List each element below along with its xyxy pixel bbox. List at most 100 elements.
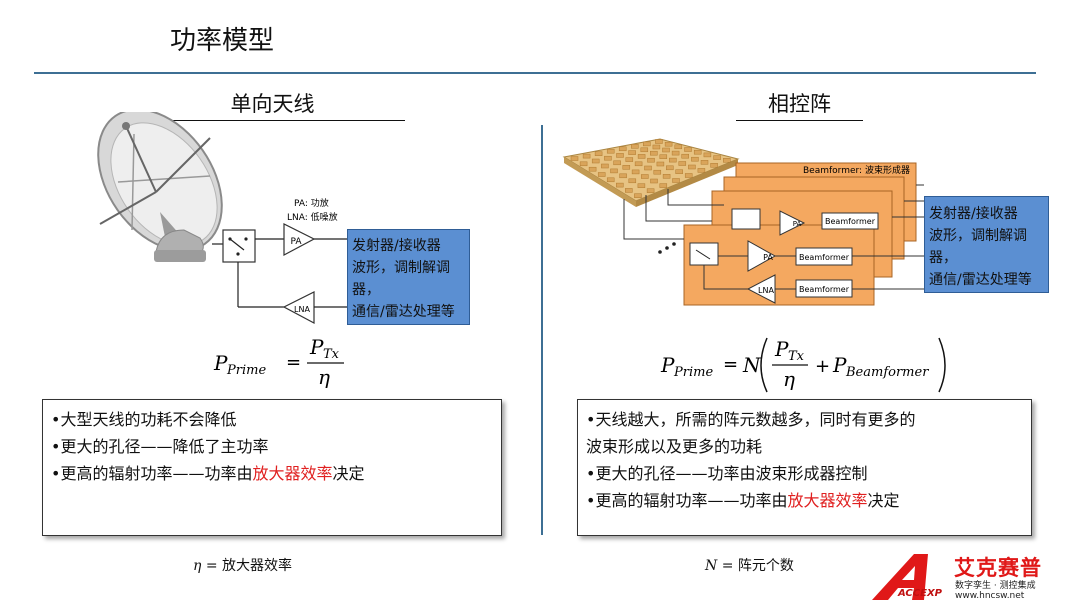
- antenna-element: [634, 193, 642, 198]
- brand-logo-icon: ACCEXP: [872, 554, 943, 600]
- block-line: 通信/雷达处理等: [929, 272, 1032, 288]
- bullet-item: •更大的孔径——降低了主功率: [51, 437, 269, 456]
- formula-phased-array: P Prime = N P Tx η + P Beamformer: [660, 337, 946, 393]
- antenna-element: [678, 161, 687, 166]
- antenna-element: [674, 144, 683, 150]
- dish-antenna-icon: [97, 112, 223, 262]
- switch-icon: [689, 242, 719, 266]
- pa-tag: PA: [290, 237, 302, 247]
- antenna-element: [662, 147, 670, 153]
- transceiver-block-left: 发射器/接收器 波形，调制解调器， 通信/雷达处理等: [347, 229, 470, 325]
- antenna-element: [616, 182, 624, 188]
- beamformer-tag: Beamformer: [799, 285, 850, 294]
- antenna-element: [652, 144, 661, 150]
- antenna-element: [710, 163, 718, 168]
- antenna-element: [637, 154, 646, 159]
- formula-single-antenna: P Prime = P Tx η: [213, 335, 344, 389]
- antenna-element: [664, 141, 673, 147]
- title-rule: [34, 72, 1036, 74]
- bullet-item: 波束形成以及更多的功耗: [586, 437, 763, 456]
- svg-text:P: P: [774, 337, 789, 361]
- page-title: 功率模型: [170, 26, 275, 56]
- antenna-element: [675, 169, 683, 174]
- antenna-element: [579, 161, 588, 167]
- antenna-element: [653, 169, 662, 175]
- brand-logo-text: ACCEXP: [897, 588, 943, 599]
- brand-url: www.hncsw.net: [955, 591, 1025, 601]
- antenna-element: [604, 155, 612, 161]
- transceiver-block-right: 发射器/接收器 波形，调制解调器， 通信/雷达处理等: [924, 196, 1049, 293]
- bullets-single-antenna: •大型天线的功耗不会降低 •更大的孔径——降低了主功率 •更高的辐射功率——功率…: [42, 399, 502, 536]
- antenna-element: [713, 155, 721, 160]
- antenna-element: [628, 150, 636, 155]
- bullets-phased-array: •天线越大，所需的阵元数越多，同时有更多的 波束形成以及更多的功耗 •更大的孔径…: [577, 399, 1032, 536]
- svg-text:=: =: [723, 354, 738, 375]
- pa-legend: PA: 功放: [294, 197, 329, 209]
- section-divider: [541, 125, 543, 535]
- pa-tag: PA: [793, 220, 802, 228]
- brand-tagline: 数字孪生 · 测控集成: [955, 581, 1036, 591]
- antenna-element: [641, 174, 649, 179]
- antenna-element: [606, 148, 615, 154]
- antenna-element: [637, 183, 646, 188]
- antenna-element: [643, 141, 651, 147]
- antenna-element: [628, 178, 637, 184]
- bullet-item: •更高的辐射功率——功率由放大器效率决定: [586, 491, 900, 510]
- beamformer-tag: Beamformer: [799, 253, 850, 262]
- svg-text:P: P: [213, 351, 228, 375]
- antenna-element: [619, 173, 627, 179]
- antenna-element: [625, 157, 634, 162]
- svg-text:η: η: [783, 367, 795, 391]
- antenna-element: [594, 151, 603, 156]
- svg-text:P: P: [660, 353, 675, 377]
- block-line: 波形，调制解调器，: [929, 228, 1027, 266]
- antenna-element: [666, 165, 674, 171]
- antenna-element: [659, 154, 668, 159]
- antenna-element: [693, 149, 702, 155]
- block-line: 发射器/接收器: [352, 238, 441, 254]
- antenna-element: [625, 188, 633, 193]
- svg-text:P: P: [309, 335, 324, 359]
- antenna-element: [672, 178, 680, 183]
- antenna-element: [570, 156, 579, 161]
- svg-text:Prime: Prime: [673, 365, 713, 380]
- antenna-element: [681, 153, 689, 159]
- antenna-element: [640, 147, 649, 153]
- antenna-element: [644, 165, 652, 171]
- lna-legend: LNA: 低噪放: [287, 211, 338, 223]
- svg-text:+: +: [815, 356, 830, 377]
- antenna-element: [691, 156, 699, 162]
- antenna-element: [700, 160, 709, 165]
- antenna-element: [631, 144, 639, 149]
- antenna-element: [688, 164, 696, 170]
- bullet-item: •天线越大，所需的阵元数越多，同时有更多的: [586, 410, 916, 429]
- lna-tag: LNA: [294, 305, 310, 314]
- antenna-element: [650, 178, 658, 184]
- section-title-phased-array: 相控阵: [736, 88, 863, 121]
- svg-text:η: η: [318, 365, 330, 389]
- antenna-element: [610, 168, 618, 174]
- svg-text:Tx: Tx: [788, 349, 805, 364]
- svg-text:Tx: Tx: [323, 347, 340, 362]
- beamformer-tag: Beamformer: [825, 217, 876, 226]
- antenna-element: [669, 157, 677, 163]
- svg-text:Beamformer: Beamformer: [845, 365, 929, 380]
- antenna-element: [646, 188, 655, 193]
- single-antenna-diagram: PA LNA PA: 功放 LNA: 低噪放: [97, 112, 347, 324]
- phased-array-diagram: PA LNA PA Beamformer Beamformer Beamform…: [562, 138, 924, 306]
- antenna-element: [618, 146, 627, 152]
- svg-text:=: =: [286, 352, 301, 373]
- eta-definition: η = 放大器效率: [193, 558, 293, 574]
- svg-text:P: P: [832, 353, 847, 377]
- antenna-element: [703, 152, 712, 158]
- antenna-element: [656, 161, 665, 167]
- antenna-element: [647, 157, 655, 163]
- antenna-element: [597, 172, 606, 177]
- bullet-item: •更高的辐射功率——功率由放大器效率决定: [51, 464, 365, 483]
- antenna-element: [601, 163, 609, 169]
- antenna-element: [662, 174, 671, 179]
- n-definition: N = 阵元个数: [705, 558, 794, 574]
- antenna-element: [684, 147, 692, 152]
- antenna-element: [606, 177, 615, 183]
- bullet-item: •大型天线的功耗不会降低: [51, 410, 237, 429]
